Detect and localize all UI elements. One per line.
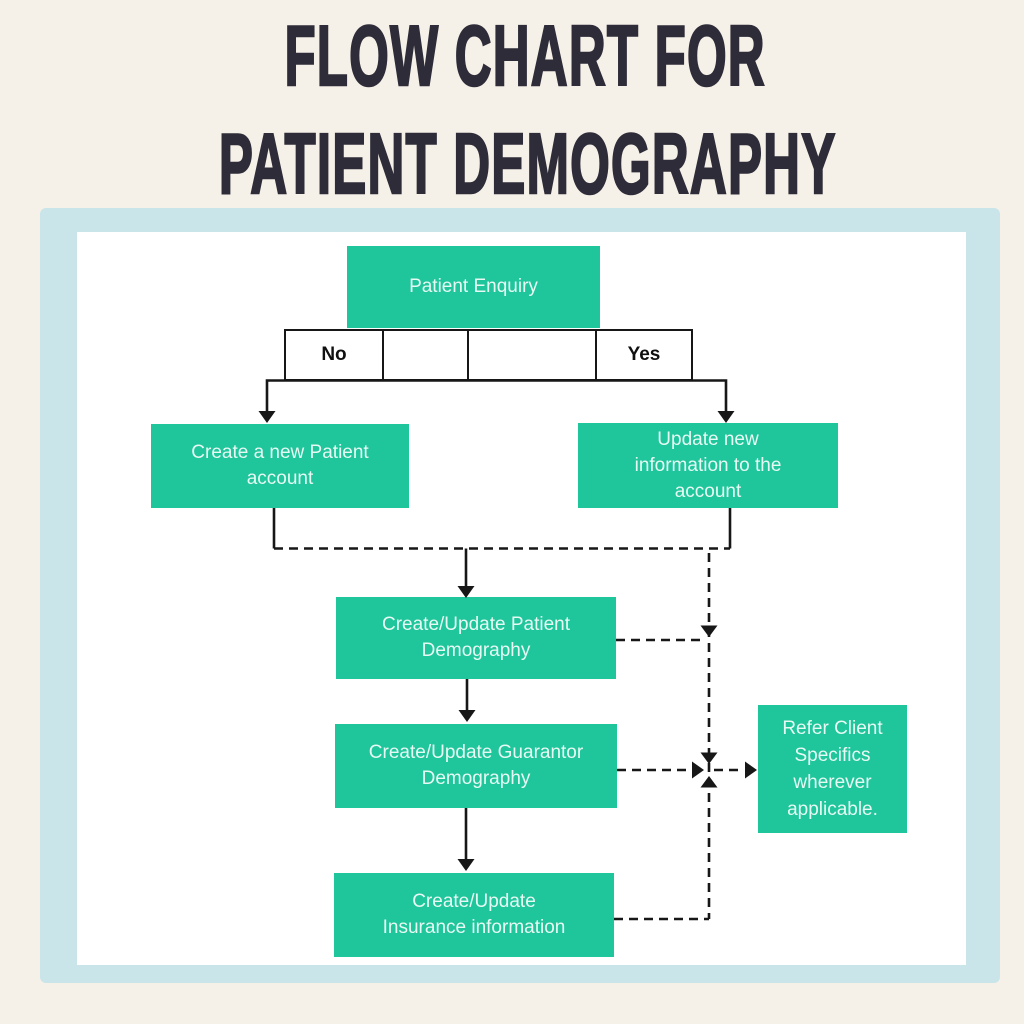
node-refer-client-specifics: Refer Client Specifics wherever applicab… (758, 705, 907, 833)
decision-cell-empty-2 (467, 331, 595, 379)
decision-row: No Yes (284, 329, 693, 381)
node-insurance-information: Create/Update Insurance information (334, 873, 614, 957)
node-patient-enquiry: Patient Enquiry (347, 246, 600, 328)
page-title: FLOW CHART FOR PATIENT DEMOGRAPHY (13, 0, 1024, 212)
node-patient-demography: Create/Update Patient Demography (336, 597, 616, 679)
decision-yes-label: Yes (627, 344, 661, 365)
node-guarantor-demography: Create/Update Guarantor Demography (335, 724, 617, 808)
title-line-1: FLOW CHART FOR (284, 9, 766, 104)
title-line-2: PATIENT DEMOGRAPHY (218, 117, 837, 212)
decision-cell-yes: Yes (595, 331, 691, 379)
decision-cell-empty-1 (382, 331, 467, 379)
decision-no-label: No (321, 344, 347, 365)
decision-cell-no: No (286, 331, 382, 379)
node-create-account: Create a new Patient account (151, 424, 409, 508)
node-update-info: Update new information to the account (578, 423, 838, 508)
